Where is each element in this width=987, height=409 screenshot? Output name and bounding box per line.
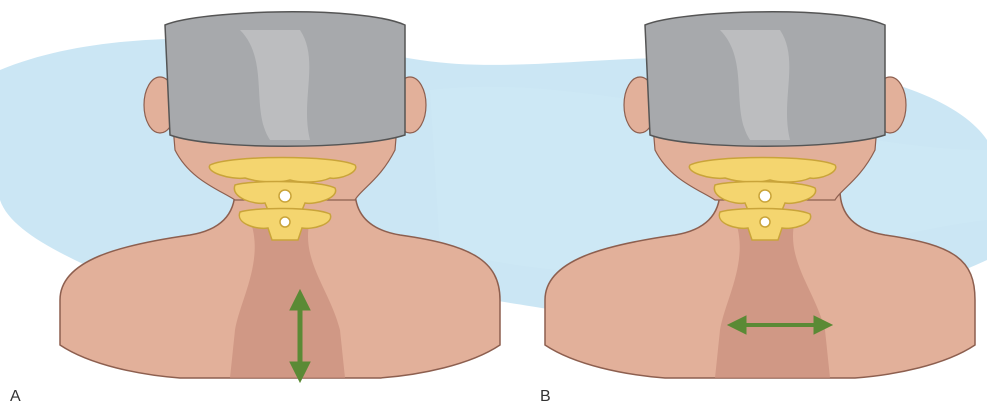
panel-label-a: A xyxy=(10,388,21,406)
panel-label-b: B xyxy=(540,388,551,406)
